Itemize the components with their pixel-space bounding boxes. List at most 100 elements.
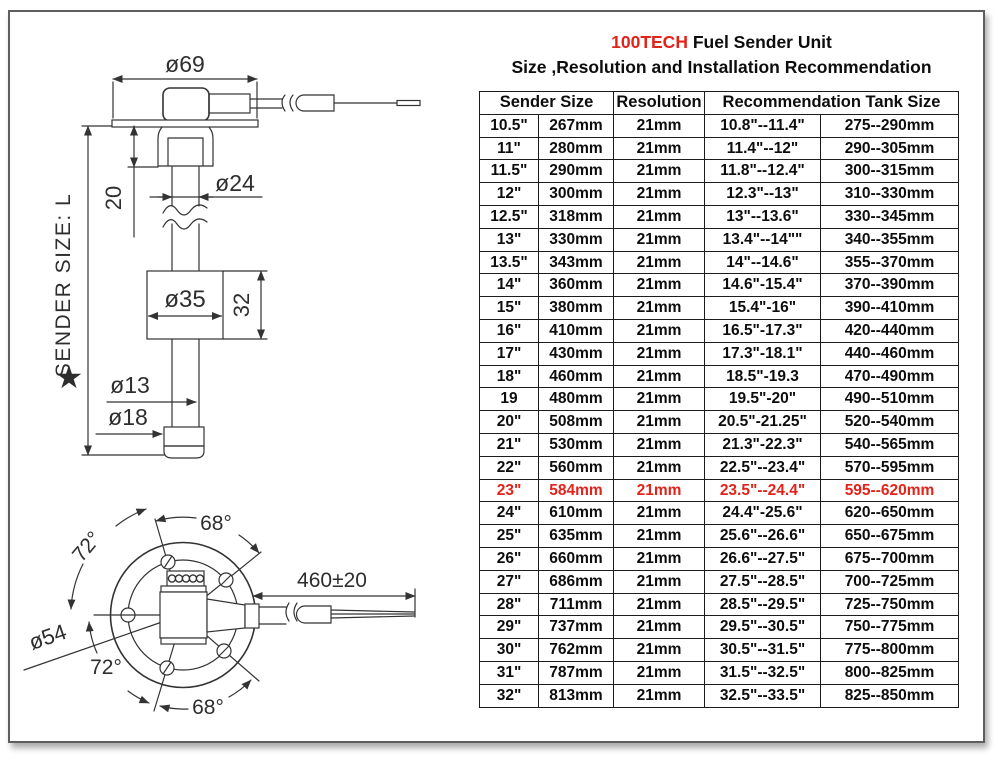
table-cell: 21mm [613,660,705,685]
table-cell: 21mm [613,296,705,320]
table-cell: 700--725mm [820,569,959,594]
table-cell: 21mm [613,113,705,138]
table-cell: 12" [479,182,539,206]
table-cell: 21" [479,432,539,457]
table-cell: 725--750mm [820,592,959,617]
dim-tube-label: ø24 [215,170,255,196]
table-cell: 275--290mm [820,113,959,138]
table-cell: 24" [479,501,539,526]
table-cell: 540--565mm [820,432,959,457]
table-cell: 21mm [613,569,705,594]
table-cell: 750--775mm [820,615,959,640]
table-cell: 440--460mm [820,341,959,366]
table-cell: 27" [479,569,539,594]
table-cell: 14" [479,273,539,298]
table-cell: 16" [479,318,539,343]
table-cell: 675--700mm [820,546,959,571]
table-cell: 410mm [538,318,614,343]
table-cell: 26" [479,546,539,571]
table-cell: 267mm [538,113,614,138]
table-cell: 25" [479,524,539,548]
table-header-row: Sender Size Resolution Recommendation Ta… [479,91,959,115]
table-cell: 16.5"-17.3" [704,318,821,343]
table-cell: 21mm [613,683,705,708]
table-cell: 800--825mm [820,660,959,685]
table-cell: 13.5" [479,250,539,275]
table-cell: 310--330mm [820,182,959,206]
table-cell: 21mm [613,478,705,503]
table-cell: 11.8"--12.4" [704,159,821,184]
table-cell: 21mm [613,455,705,480]
table-cell: 11.4"--12" [704,136,821,161]
table-cell: 15" [479,296,539,320]
table-cell: 21mm [613,136,705,161]
table-cell: 570--595mm [820,455,959,480]
table-cell: 610mm [538,501,614,526]
table-cell: 340--355mm [820,227,959,252]
dim-float-height-label: 32 [229,293,254,317]
table-cell: 420--440mm [820,318,959,343]
table-cell: 21mm [613,250,705,275]
table-cell: 460mm [538,364,614,389]
table-cell: 14"--14.6" [704,250,821,275]
dim-bolt-circle-label: ø54 [26,619,70,655]
table-cell: 21mm [613,341,705,366]
table-cell: 26.6"--27.5" [704,546,821,571]
angle-top-left-label: 72° [68,527,106,566]
dim-rod-label: ø13 [110,372,150,398]
side-view: ø69 20 [52,51,421,459]
table-cell: 27.5"--28.5" [704,569,821,594]
technical-drawing: ø69 20 [23,51,421,719]
table-cell: 21mm [613,432,705,457]
table-cell: 30" [479,638,539,662]
table-cell: 20" [479,410,539,434]
table-cell: 762mm [538,638,614,662]
table-cell: 19.5"-20" [704,387,821,412]
sender-size-star: ★ [55,359,84,395]
table-cell: 530mm [538,432,614,457]
table-cell: 300mm [538,182,614,206]
table-cell: 28.5"--29.5" [704,592,821,617]
bottom-view: 68° 72° 72° 68° ø54 460±20 [23,508,416,719]
table-cell: 32" [479,683,539,708]
table-cell: 318mm [538,204,614,229]
table-cell: 21mm [613,227,705,252]
table-cell: 21mm [613,501,705,526]
table-cell: 650--675mm [820,524,959,548]
table-cell: 19 [479,387,539,412]
angle-bottom-label: 68° [192,696,224,719]
table-cell: 470--490mm [820,364,959,389]
table-cell: 29.5"--30.5" [704,615,821,640]
table-cell: 355--370mm [820,250,959,275]
table-cell: 17" [479,341,539,366]
table-cell: 21mm [613,524,705,548]
spec-table: Sender Size Resolution Recommendation Ta… [479,91,959,708]
dim-flange-label: ø69 [165,51,205,77]
dim-wire-length-label: 460±20 [297,569,367,592]
table-cell: 14.6"-15.4" [704,273,821,298]
table-cell: 508mm [538,410,614,434]
table-cell: 290--305mm [820,136,959,161]
header-resolution: Resolution [613,91,705,115]
table-cell: 330--345mm [820,204,959,229]
table-cell: 29" [479,615,539,640]
table-cell: 660mm [538,546,614,571]
table-cell: 280mm [538,136,614,161]
table-cell: 360mm [538,273,614,298]
